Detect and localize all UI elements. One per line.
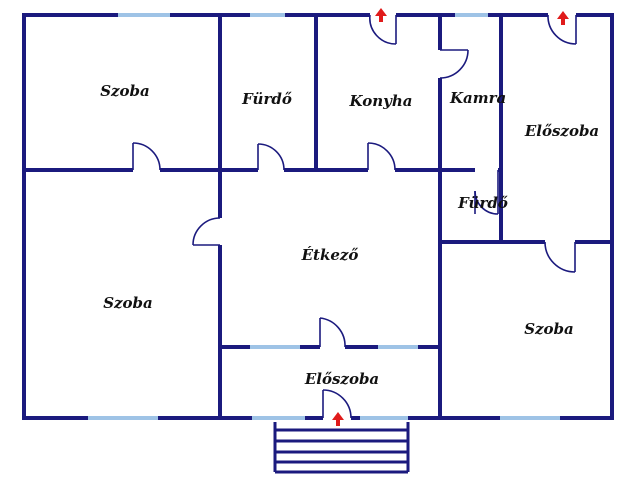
label-kitchen: Konyha	[349, 92, 413, 110]
entry-arrow-icon	[375, 8, 387, 22]
label-dining: Étkező	[301, 246, 359, 264]
door-room-3	[544, 241, 576, 273]
door-hall-lower-inner	[319, 317, 346, 348]
door-bathroom-2	[474, 170, 499, 215]
label-pantry: Kamra	[449, 89, 506, 107]
door-room-1	[132, 142, 161, 171]
door-hall-upper-exterior	[547, 14, 577, 45]
windows	[88, 13, 560, 420]
interior-walls	[22, 13, 614, 420]
label-room-2: Szoba	[103, 294, 153, 312]
door-main-entrance	[322, 389, 352, 419]
entry-arrows	[332, 8, 569, 426]
door-kitchen	[367, 142, 396, 171]
door-dining-west	[192, 217, 221, 246]
door-gaps	[133, 12, 576, 421]
door-kitchen-exterior	[369, 14, 397, 45]
label-bathroom-2: Fürdő	[457, 194, 508, 212]
front-steps	[273, 422, 410, 474]
room-labels: Szoba Fürdő Konyha Kamra Előszoba Fürdő …	[100, 82, 599, 388]
doors	[132, 14, 577, 419]
entry-arrow-icon	[332, 412, 344, 426]
label-hall-upper: Előszoba	[524, 122, 599, 140]
door-pantry	[439, 49, 469, 79]
label-room-3: Szoba	[524, 320, 574, 338]
door-bathroom-1	[257, 143, 285, 171]
label-bathroom-1: Fürdő	[241, 90, 292, 108]
entry-arrow-icon	[557, 11, 569, 25]
label-hall-lower: Előszoba	[304, 370, 379, 388]
label-room-1: Szoba	[100, 82, 150, 100]
